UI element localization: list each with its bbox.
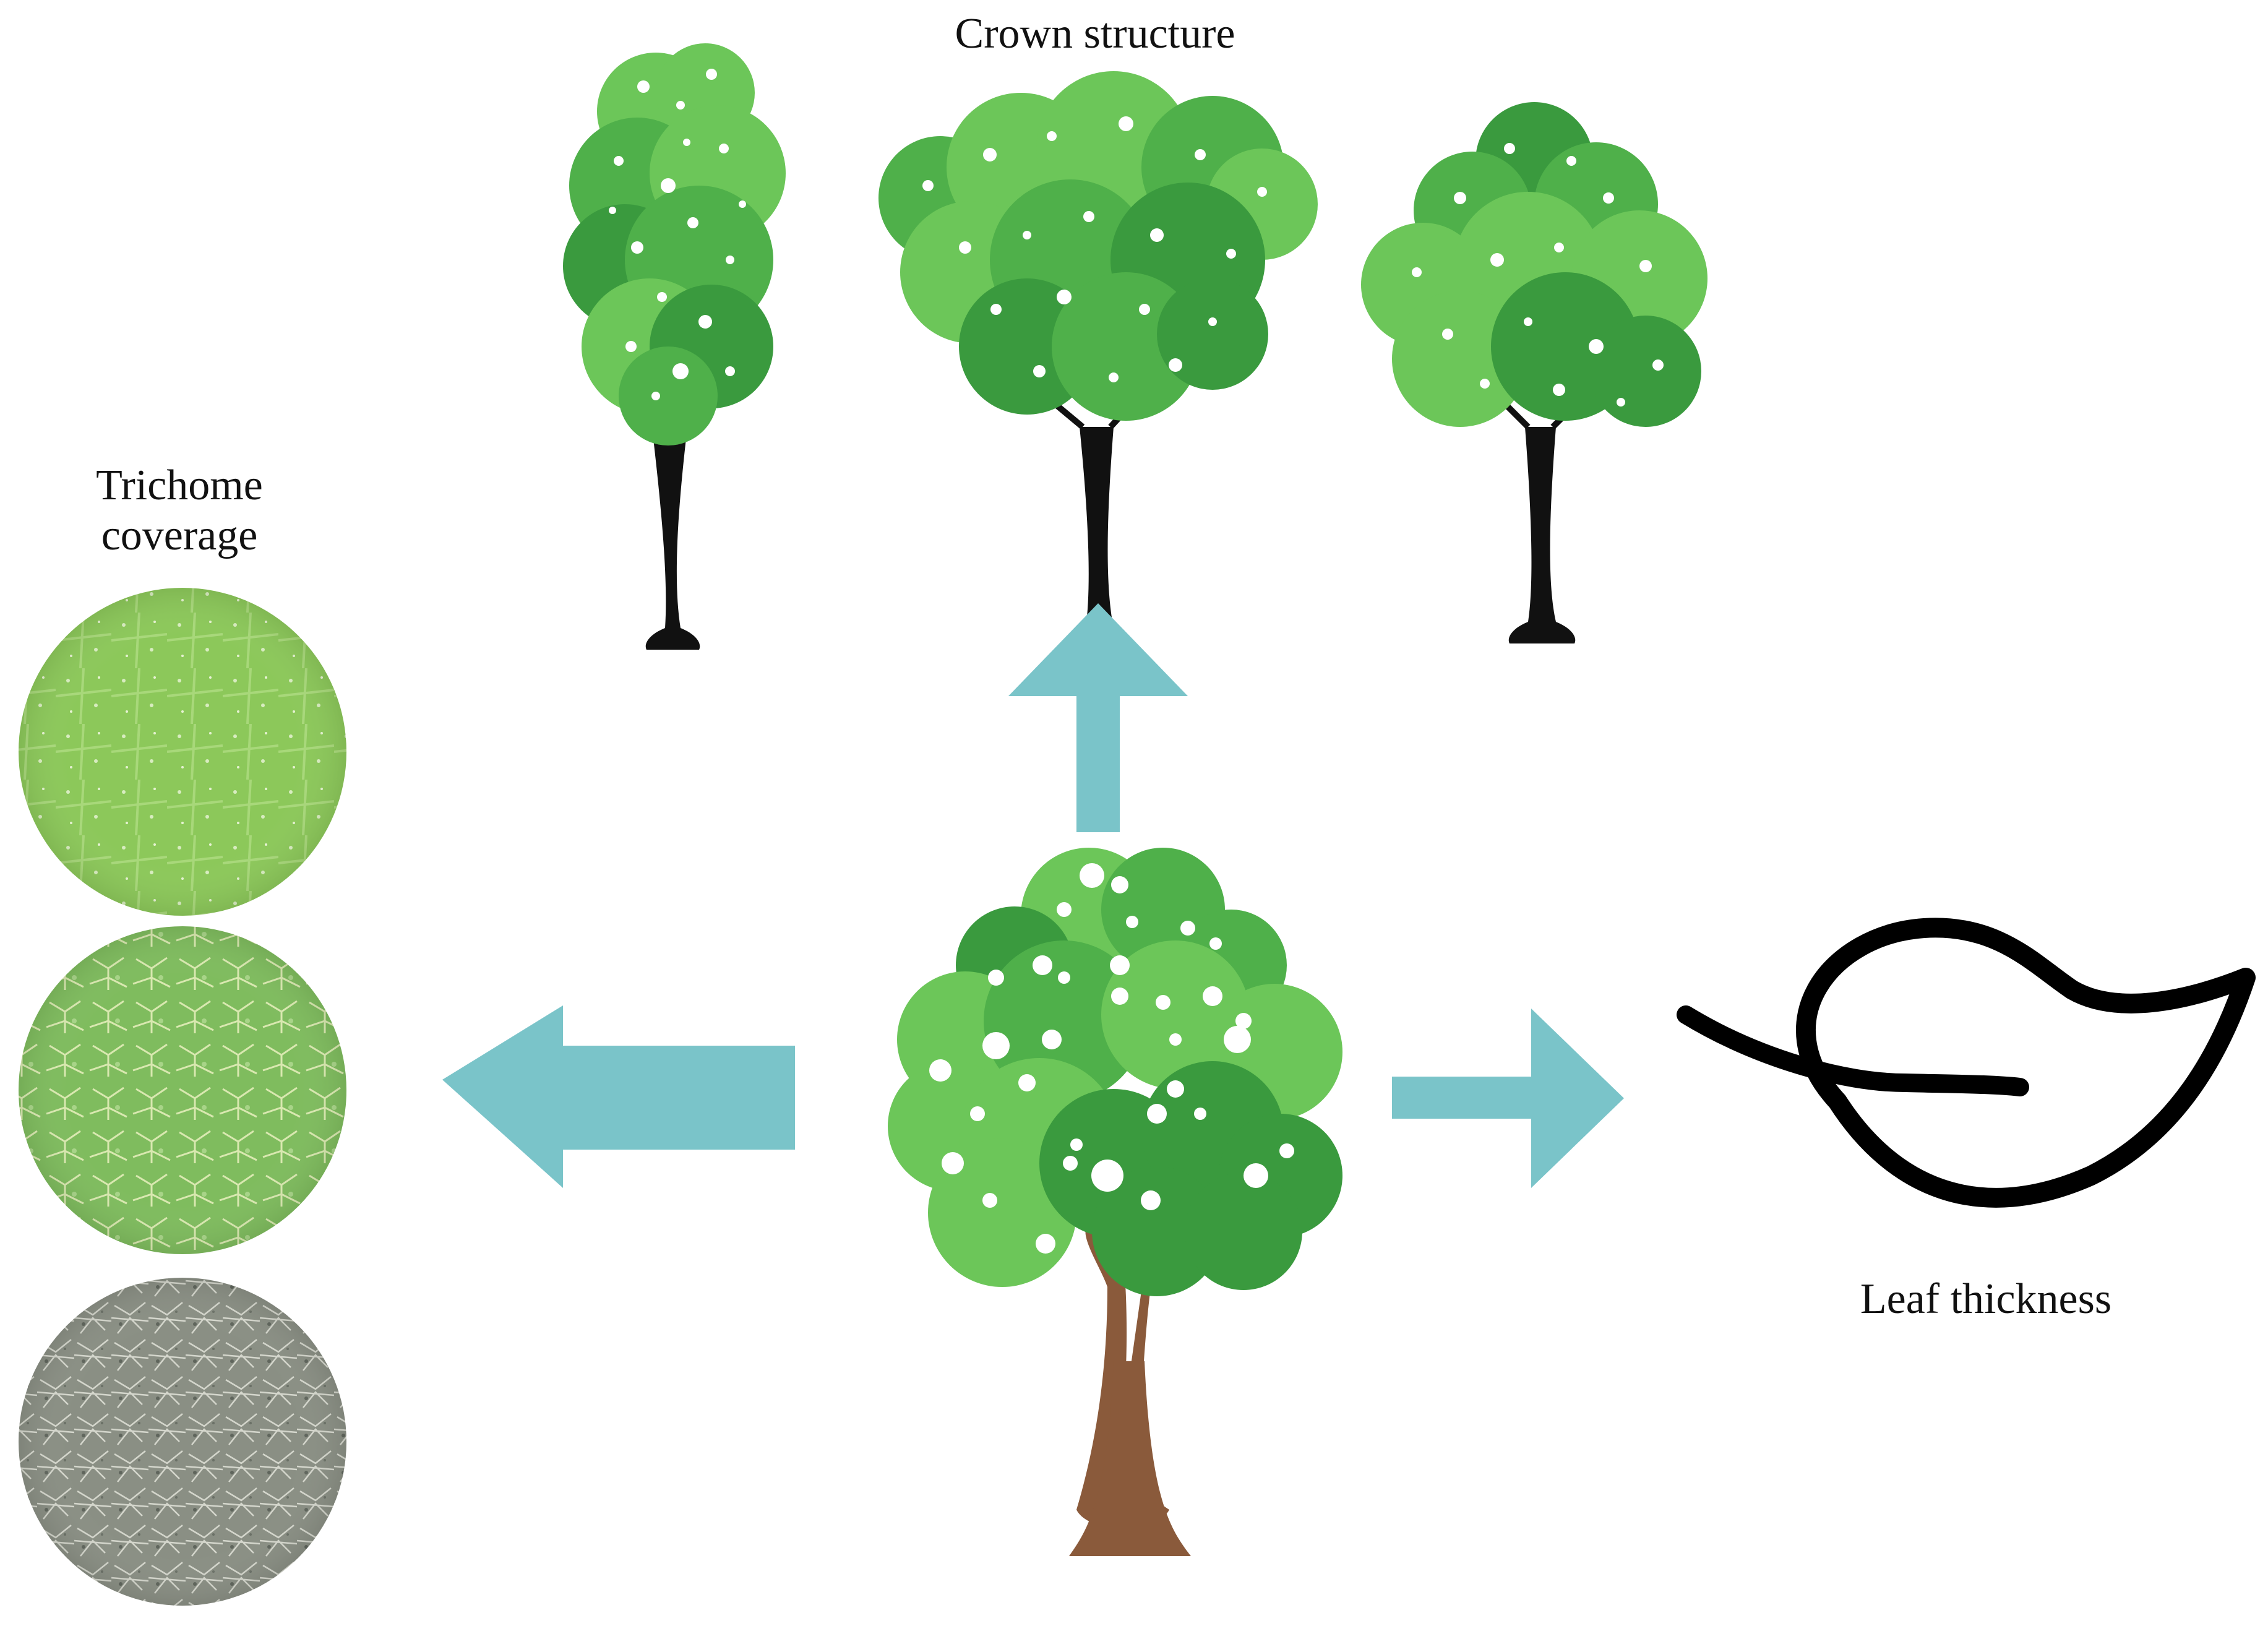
leaf-thickness-label: Leaf thickness [1860,1275,2112,1323]
deciduous-tree-icon [888,848,1342,1556]
spreading-crown-tree-icon [878,71,1318,650]
arrow-left-icon [442,1005,795,1188]
columnar-crown-tree-icon [563,43,786,650]
arrow-up-icon [1008,603,1188,832]
rounded-crown-tree-icon [1361,102,1707,643]
sparse-trichome-leaf-surface [19,588,346,916]
trichome-coverage-label: Trichome coverage [59,461,300,561]
moderate-trichome-leaf-surface [19,926,346,1254]
dense-trichome-leaf-surface [19,1278,346,1606]
leaf-outline-icon [1677,918,2256,1208]
trichome-coverage-text: Trichome coverage [96,462,263,559]
crown-structure-label: Crown structure [955,10,1235,58]
arrow-right-icon [1392,1009,1624,1188]
